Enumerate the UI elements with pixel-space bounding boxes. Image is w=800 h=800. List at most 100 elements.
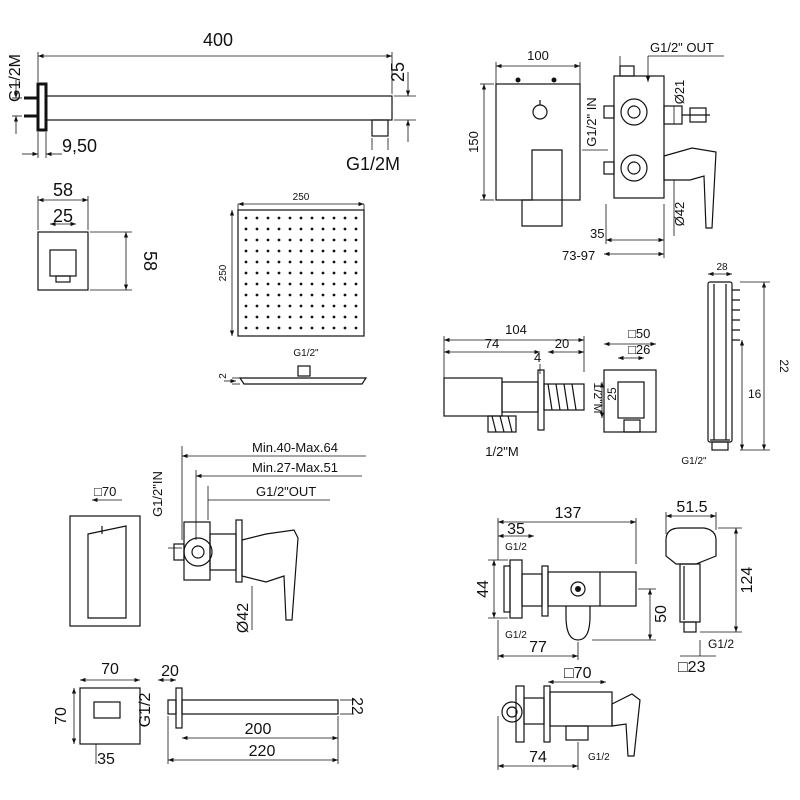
nozzle-dot xyxy=(299,271,303,275)
nozzle-dot xyxy=(244,260,248,264)
nozzle-dot xyxy=(255,304,259,308)
nozzle-dot xyxy=(277,238,281,242)
nozzle-dot xyxy=(288,293,292,297)
spray-thread-label: G1/2 xyxy=(708,637,734,651)
bidet-thread-top-label: G1/2 xyxy=(505,542,527,553)
bidet-plate-label: □70 xyxy=(564,665,592,682)
nozzle-dot xyxy=(244,249,248,253)
nozzle-dot xyxy=(244,238,248,242)
hand-shower-drawing: 28 22 16 G1/2" xyxy=(681,262,791,467)
wall-elbow-drawing: 104 74 20 4 1/2"M 1/2"M □50 □26 25 xyxy=(443,322,657,459)
spout-total-label: 220 xyxy=(249,743,276,760)
concealed-mixer-drawing: 100 150 G1/2" OUT G1/2" IN Ø21 Ø42 35 73… xyxy=(466,40,724,263)
bidet-thread-outlet-label: G1/2 xyxy=(588,752,610,763)
elbow-thread-label: 1/2"M xyxy=(485,444,519,459)
spray-width-label: 51.5 xyxy=(676,499,707,516)
showerhead-thickness-label: 2 xyxy=(218,373,229,379)
nozzle-dot xyxy=(332,271,336,275)
nozzle-dot xyxy=(310,260,314,264)
arm-length-label: 400 xyxy=(203,30,233,50)
spout-offset-label: 35 xyxy=(97,751,115,768)
mixer-plate-label: □70 xyxy=(94,484,116,499)
wall-flange-drawing: 58 25 58 xyxy=(37,180,160,291)
mixer-dia-bottom-label: Ø42 xyxy=(672,202,687,227)
showerhead-height-label: 250 xyxy=(218,264,229,281)
nozzle-dot xyxy=(277,315,281,319)
arm-thread-bottom-label: G1/2M xyxy=(346,154,400,174)
nozzle-dot xyxy=(343,282,347,286)
nozzle-dot xyxy=(321,293,325,297)
nozzle-dot xyxy=(288,315,292,319)
nozzle-dot xyxy=(277,282,281,286)
nozzle-dot xyxy=(332,304,336,308)
mixer-depth-range-label: 73-97 xyxy=(562,248,595,263)
nozzle-dot xyxy=(255,315,259,319)
nozzle-dot xyxy=(332,315,336,319)
nozzle-dot xyxy=(255,249,259,253)
spray-square-label: □23 xyxy=(678,659,706,676)
mixer-max-label: Min.40-Max.64 xyxy=(252,440,338,455)
bidet-length-label: 74 xyxy=(529,749,547,766)
nozzle-dot xyxy=(266,293,270,297)
nozzle-dot xyxy=(332,249,336,253)
nozzle-dot xyxy=(343,227,347,231)
nozzle-dot xyxy=(321,227,325,231)
nozzle-dot xyxy=(277,304,281,308)
nozzle-dot xyxy=(266,271,270,275)
nozzle-dot xyxy=(299,293,303,297)
nozzle-dot xyxy=(343,249,347,253)
arm-height-label: 25 xyxy=(388,62,408,82)
nozzle-dot xyxy=(343,304,347,308)
nozzle-dot xyxy=(332,238,336,242)
nozzle-dot xyxy=(321,249,325,253)
nozzle-dot xyxy=(354,260,358,264)
nozzle-dot xyxy=(310,315,314,319)
nozzle-dot xyxy=(255,260,259,264)
bidet-valve-drawing: 137 35 G1/2 44 G1/2 77 50 □70 74 G1/2 xyxy=(475,505,670,770)
nozzle-dot xyxy=(321,216,325,220)
bath-spout-drawing: 70 70 35 20 G1/2 22 200 220 xyxy=(53,661,365,768)
nozzle-dot xyxy=(321,282,325,286)
spout-thread-label: G1/2 xyxy=(137,693,154,728)
nozzle-dot xyxy=(244,271,248,275)
nozzle-dot xyxy=(354,271,358,275)
mixer-dia-top-label: Ø21 xyxy=(672,80,687,105)
arm-offset-label: 9,50 xyxy=(62,136,97,156)
nozzle-dot xyxy=(288,326,292,330)
spout-flange-label: 20 xyxy=(161,663,179,680)
handshower-bar-label: 16 xyxy=(748,387,762,401)
nozzle-dot xyxy=(343,293,347,297)
nozzle-dot xyxy=(266,227,270,231)
nozzle-dot xyxy=(266,326,270,330)
square-showerhead-drawing: 250 250 G1/2" 2 xyxy=(218,192,368,385)
mixer-out-label: G1/2" OUT xyxy=(650,40,714,55)
spout-height-label: 22 xyxy=(348,697,365,715)
nozzle-dot xyxy=(332,293,336,297)
nozzle-dot xyxy=(288,271,292,275)
nozzle-dot xyxy=(310,227,314,231)
mixer-depth-label: 35 xyxy=(590,226,604,241)
nozzle-dot xyxy=(255,293,259,297)
nozzle-dot xyxy=(310,282,314,286)
mixer-height-label: 150 xyxy=(466,131,481,153)
spray-length-label: 124 xyxy=(739,567,756,594)
nozzle-dot xyxy=(354,304,358,308)
nozzle-dot xyxy=(277,326,281,330)
elbow-wall-label: 4 xyxy=(534,350,541,365)
nozzle-dot xyxy=(255,282,259,286)
mixer-width-label: 100 xyxy=(527,48,549,63)
nozzle-dot xyxy=(321,260,325,264)
elbow-nut-label: 20 xyxy=(555,336,569,351)
nozzle-dot xyxy=(310,293,314,297)
nozzle-dot xyxy=(343,315,347,319)
nozzle-dot xyxy=(354,293,358,297)
nozzle-dot xyxy=(255,326,259,330)
showerhead-thread-label: G1/2" xyxy=(293,348,319,359)
nozzle-dot xyxy=(244,304,248,308)
spout-plate-height-label: 70 xyxy=(53,707,70,725)
flange-outer-label: 58 xyxy=(53,180,73,200)
nozzle-dot xyxy=(244,282,248,286)
nozzle-dot xyxy=(288,260,292,264)
elbow-thread-side-label: 1/2"M xyxy=(591,383,605,414)
